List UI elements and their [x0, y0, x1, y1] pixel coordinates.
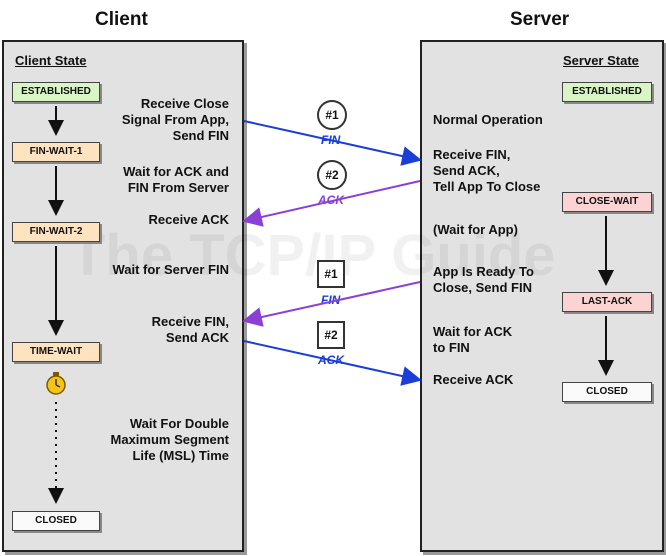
client-panel [2, 40, 244, 552]
client-state-title: Client State [15, 53, 87, 68]
server-label-receive-ack: Receive ACK [433, 372, 514, 387]
server-header: Server [510, 9, 570, 30]
server-state-title: Server State [563, 53, 639, 68]
server-state-last-ack: LAST-ACK [562, 292, 652, 312]
watermark: The TCP/IP Guide [70, 223, 556, 288]
server-state-established: ESTABLISHED [562, 82, 652, 102]
message-3-arrow [242, 281, 421, 327]
server-label-normal-operation: Normal Operation [433, 112, 543, 127]
message-2-arrow [242, 180, 421, 227]
client-label-wait-double-msl: Wait For Double Maximum Segment Life (MS… [110, 416, 229, 463]
message-4-arrow [243, 340, 422, 386]
server-state-close-wait: CLOSE-WAIT [562, 192, 652, 212]
client-state-fin-wait-1: FIN-WAIT-1 [12, 142, 100, 162]
client-state-established: ESTABLISHED [12, 82, 100, 102]
client-label-wait-ack-fin: Wait for ACK and FIN From Server [123, 164, 229, 195]
message-1-arrow [243, 120, 422, 166]
server-label-wait-ack-fin: Wait for ACK to FIN [433, 324, 513, 355]
client-label-receive-ack: Receive ACK [148, 212, 229, 227]
client-label-wait-server-fin: Wait for Server FIN [112, 262, 229, 277]
message-4-badge: #2 [317, 321, 345, 349]
client-header: Client [95, 9, 148, 30]
client-state-fin-wait-2: FIN-WAIT-2 [12, 222, 100, 242]
timer-icon [46, 372, 66, 395]
server-state-closed: CLOSED [562, 382, 652, 402]
client-state-closed: CLOSED [12, 511, 100, 531]
client-label-receive-fin-send-ack: Receive FIN, Send ACK [151, 314, 229, 345]
message-2-badge: #2 [317, 160, 347, 190]
client-state-time-wait: TIME-WAIT [12, 342, 100, 362]
server-label-app-ready: App Is Ready To Close, Send FIN [433, 264, 534, 295]
client-label-receive-close: Receive Close Signal From App, Send FIN [121, 96, 229, 143]
server-label-wait-for-app: (Wait for App) [433, 222, 518, 237]
server-label-receive-fin-send-ack: Receive FIN, Send ACK, Tell App To Close [433, 147, 541, 194]
message-1-badge: #1 [317, 100, 347, 130]
message-3-badge: #1 [317, 260, 345, 288]
